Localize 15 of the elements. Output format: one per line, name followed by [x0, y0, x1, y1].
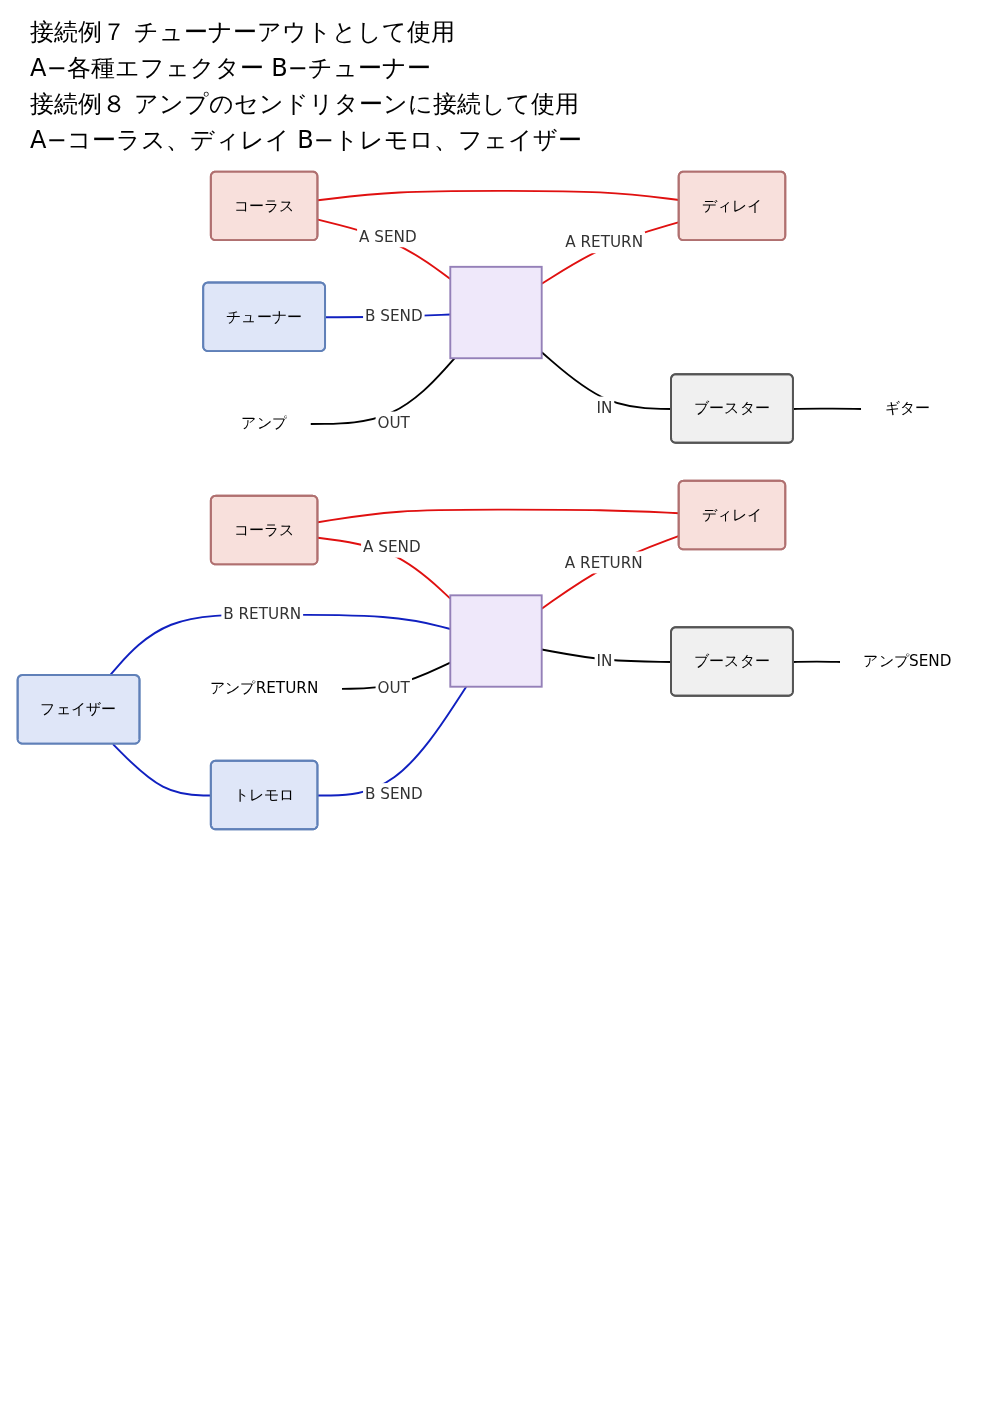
heading: 接続例７ チューナーアウトとして使用: [30, 17, 455, 48]
heading: 接続例８ アンプのセンドリターンに接続して使用: [30, 89, 579, 120]
node-text: アンプSEND: [863, 651, 952, 671]
connector: [792, 660, 842, 663]
node-text: ギター: [884, 398, 931, 418]
edge-label: A RETURN: [562, 551, 645, 574]
node-text: アンプ: [241, 413, 287, 433]
node-box: [449, 594, 543, 688]
node-box: [449, 265, 543, 360]
heading: A−コーラス、ディレイ B−トレモロ、フェイザー: [30, 125, 582, 156]
connector: [309, 357, 456, 425]
connector: [317, 685, 468, 797]
node-text: アンプRETURN: [209, 678, 319, 697]
edge-label: A RETURN: [563, 231, 646, 254]
heading: A−各種エフェクター B−チューナー: [30, 53, 431, 84]
